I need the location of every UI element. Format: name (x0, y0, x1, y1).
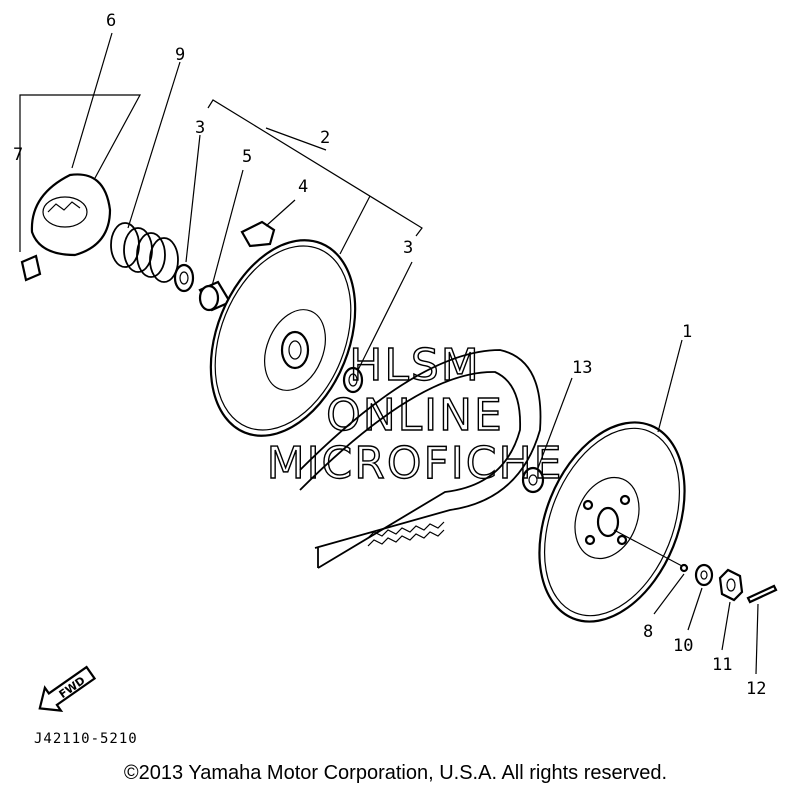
washer-left (173, 263, 195, 293)
callout-3-right: 3 (403, 238, 413, 258)
washer-10-hole (700, 570, 708, 580)
leader-lines (19, 32, 759, 675)
lock-washer (679, 563, 689, 573)
washer-10 (694, 563, 714, 587)
washer-right (342, 366, 364, 394)
callout-4: 4 (298, 177, 308, 197)
collar (198, 280, 232, 312)
callout-12: 12 (746, 679, 766, 699)
callout-7: 7 (13, 145, 23, 165)
callout-5: 5 (242, 147, 252, 167)
watermark-line-3: MICROFICHE (267, 438, 564, 489)
callout-11: 11 (712, 655, 732, 675)
cotter-pin (746, 584, 778, 604)
cover-cap (20, 173, 112, 282)
parts-diagram: 1 2 3 3 4 5 6 7 8 9 10 11 12 13 HLSM ONL… (13, 11, 778, 713)
callout-8: 8 (643, 622, 653, 642)
watermark: HLSM ONLINE MICROFICHE (266, 339, 564, 489)
washer-right-hole (348, 373, 358, 387)
callout-10: 10 (673, 636, 693, 656)
belt-cogs (367, 521, 445, 547)
watermark-line-2: ONLINE (326, 390, 504, 441)
callouts: 1 2 3 3 4 5 6 7 8 9 10 11 12 13 (13, 11, 766, 699)
drawing-code: J42110-5210 (34, 731, 138, 747)
callout-1: 1 (682, 322, 692, 342)
callout-2: 2 (320, 128, 330, 148)
nut (718, 568, 744, 602)
slider (240, 220, 276, 248)
callout-6: 6 (106, 11, 116, 31)
watermark-line-1: HLSM (349, 340, 481, 391)
washer-13 (521, 466, 545, 494)
callout-13: 13 (572, 358, 592, 378)
copyright-notice: ©2013 Yamaha Motor Corporation, U.S.A. A… (123, 762, 668, 784)
primary-sheave (209, 239, 357, 437)
drive-belt (299, 349, 542, 569)
callout-3-left: 3 (195, 118, 205, 138)
washer-13-hole (528, 474, 538, 486)
washer-left-hole (179, 271, 189, 285)
callout-9: 9 (175, 45, 185, 65)
spring (110, 222, 179, 283)
front-arrow: FWD (38, 665, 97, 713)
fixed-sheave (538, 421, 686, 623)
